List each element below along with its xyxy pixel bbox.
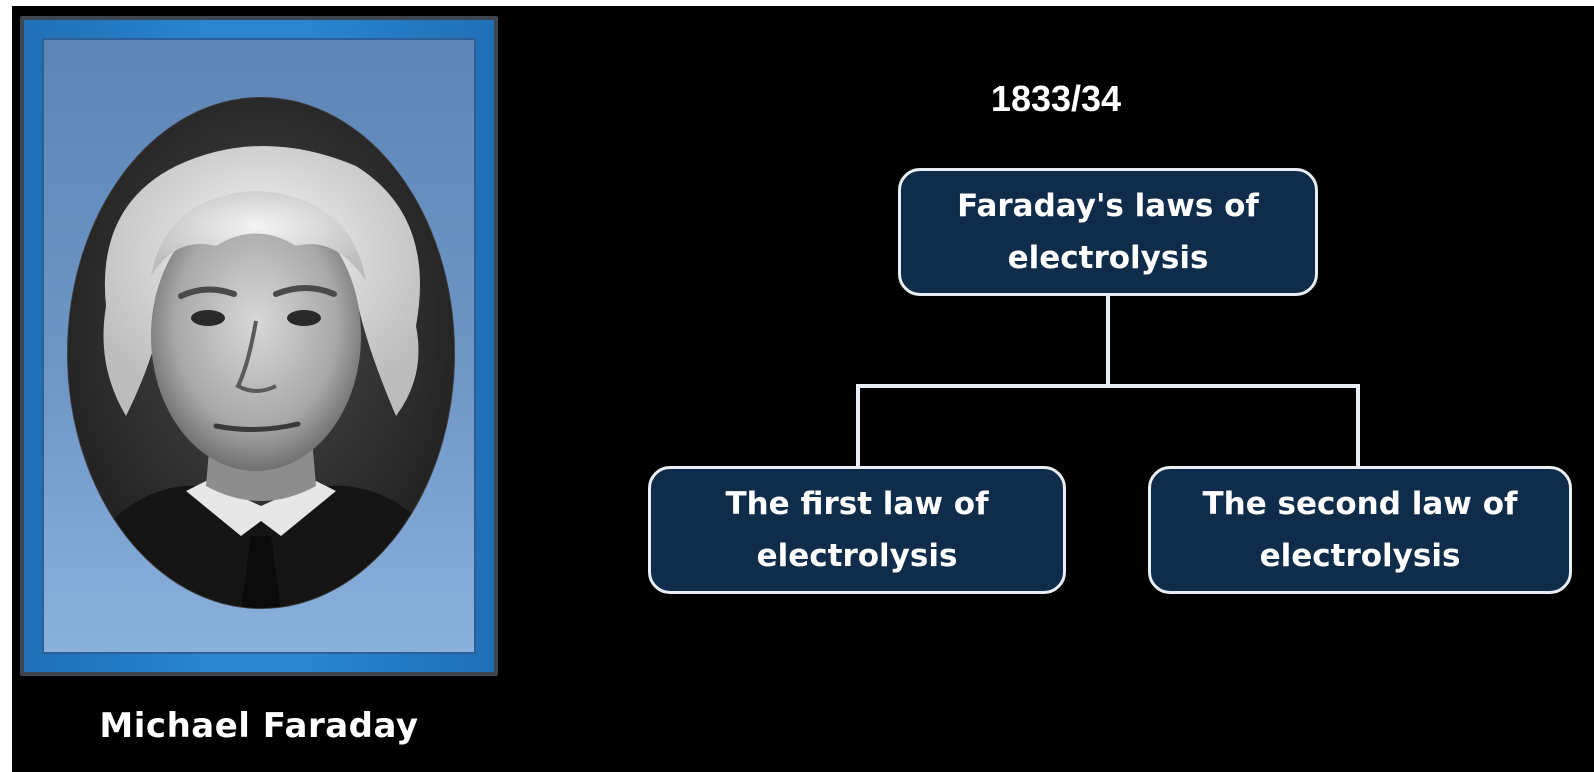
- diagram-connectors: [12, 6, 1594, 772]
- node-faradays-laws: Faraday's laws of electrolysis: [898, 168, 1318, 296]
- node-second-law: The second law of electrolysis: [1148, 466, 1572, 594]
- node-faradays-laws-line2: electrolysis: [901, 232, 1315, 284]
- node-faradays-laws-line1: Faraday's laws of: [901, 180, 1315, 232]
- node-second-law-line1: The second law of: [1151, 478, 1569, 530]
- node-second-law-line2: electrolysis: [1151, 530, 1569, 582]
- node-first-law-line2: electrolysis: [651, 530, 1063, 582]
- node-first-law: The first law of electrolysis: [648, 466, 1066, 594]
- diagram-year: 1833/34: [956, 78, 1156, 120]
- node-first-law-line1: The first law of: [651, 478, 1063, 530]
- slide: Michael Faraday 1833/34 Faraday's laws o…: [12, 6, 1594, 772]
